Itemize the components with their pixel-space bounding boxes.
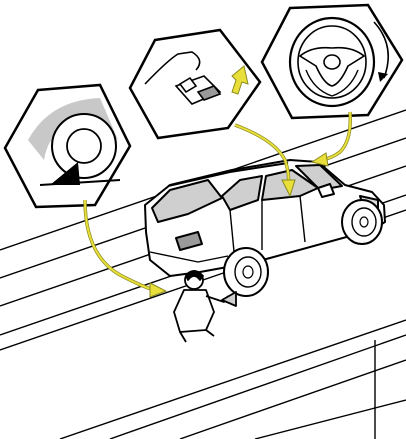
steering-wheel-icon — [290, 18, 374, 106]
steering-wheel-callout — [262, 5, 402, 118]
parking-brake-callout — [130, 30, 260, 138]
rear-wheel — [224, 248, 268, 296]
car — [145, 160, 385, 296]
wheel-chock — [222, 292, 236, 306]
tire-rim — [67, 129, 101, 163]
front-wheel — [342, 200, 382, 244]
wheel-chock-callout — [5, 85, 130, 207]
